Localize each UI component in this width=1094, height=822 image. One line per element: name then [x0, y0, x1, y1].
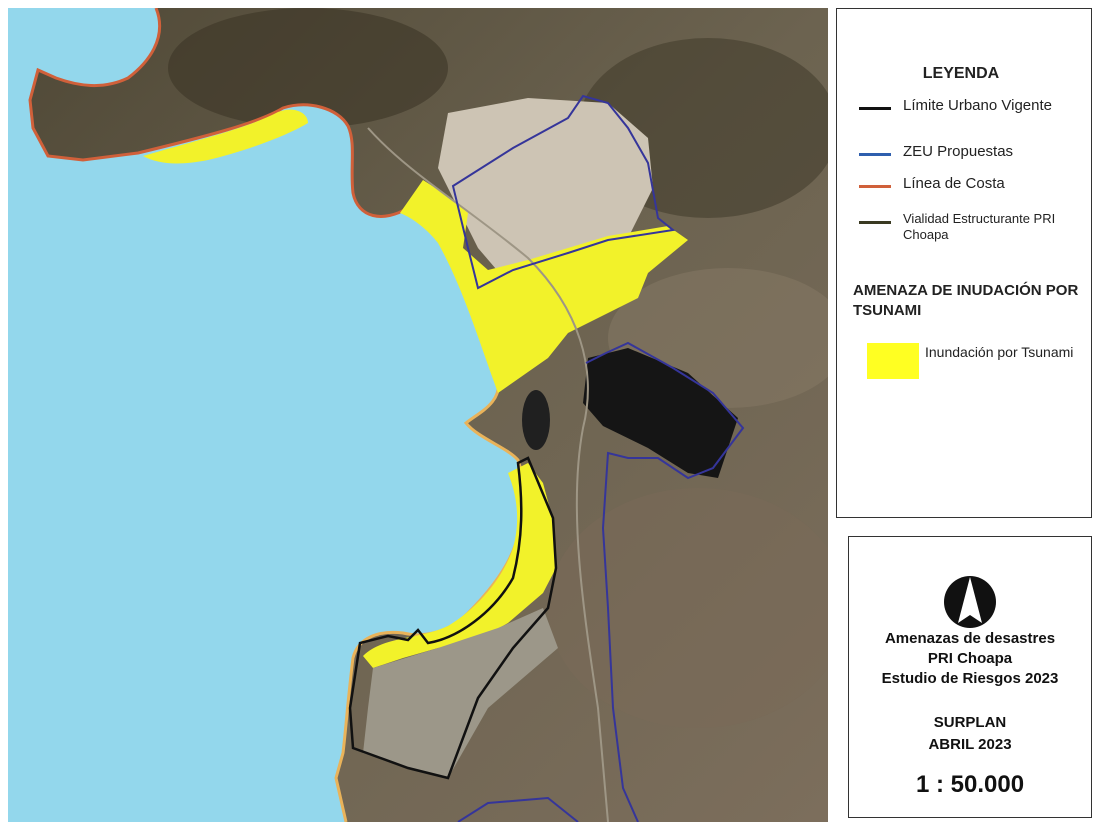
map-title-line1: Amenazas de desastres [884, 630, 1056, 647]
legend-item-urban-limit: Límite Urbano Vigente [859, 97, 1073, 115]
legend-label: Vialidad Estructurante PRI Choapa [903, 211, 1056, 242]
tsunami-zone [400, 180, 688, 393]
hazard-title: AMENAZA DE INUDACIÓN POR TSUNAMI [853, 282, 1079, 319]
urban-limit-line-icon [859, 107, 891, 110]
map-title-line2: PRI Choapa [927, 650, 1013, 667]
tsunami-zone [143, 109, 308, 164]
map-view[interactable] [8, 8, 828, 822]
zeu-boundary [585, 341, 745, 822]
zeu-boundary [451, 94, 676, 290]
sand-field [438, 98, 653, 283]
tsunami-swatch-icon [867, 343, 919, 379]
terrain-patch [168, 8, 448, 128]
town-area [363, 608, 558, 778]
map-scale: 1 : 50.000 [915, 771, 1025, 798]
coastline [28, 8, 409, 218]
legend-title: LEYENDA [922, 65, 1000, 82]
legend-label: ZEU Propuestas [903, 143, 1014, 160]
map-title-line3: Estudio de Riesgos 2023 [881, 670, 1059, 687]
urban-limit-boundary [348, 456, 558, 780]
north-arrow-icon [944, 576, 996, 628]
tsunami-zone [363, 463, 556, 668]
legend-panel: LEYENDA Límite Urbano Vigente ZEU Propue… [836, 8, 1092, 518]
terrain-patch [548, 488, 828, 728]
map-date: ABRIL 2023 [928, 736, 1012, 753]
zeu-line-icon [859, 153, 891, 156]
pond-area [522, 390, 550, 450]
road [367, 127, 609, 822]
tsunami-label: Inundación por Tsunami [925, 344, 1074, 360]
zeu-boundary [457, 796, 579, 822]
road-line-icon [859, 221, 891, 224]
organization-name: SURPLAN [933, 714, 1007, 731]
legend-item-zeu: ZEU Propuestas [859, 143, 1073, 161]
coastline-line-icon [859, 185, 891, 188]
map-canvas [8, 8, 828, 822]
title-block: Amenazas de desastres PRI Choapa Estudio… [848, 536, 1092, 818]
legend-item-road: Vialidad Estructurante PRI Choapa [859, 211, 1073, 243]
sea-area [8, 8, 524, 822]
legend-label: Límite Urbano Vigente [903, 97, 1052, 114]
pond-area [583, 348, 738, 478]
legend-item-coastline: Línea de Costa [859, 175, 1073, 193]
legend-label: Línea de Costa [903, 175, 1005, 192]
